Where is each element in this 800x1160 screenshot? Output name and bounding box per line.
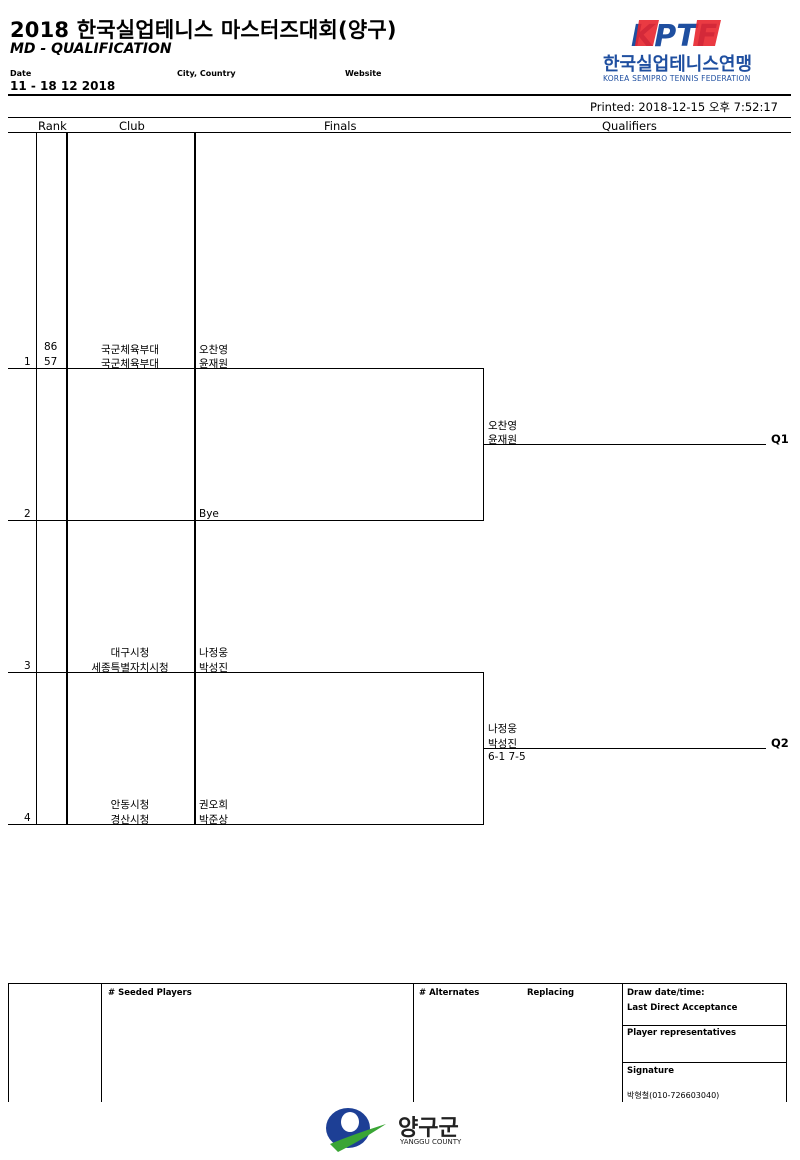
draw-line-3 <box>8 672 484 673</box>
column-header-rank: Rank <box>38 119 67 133</box>
draw-position: 1 <box>24 356 31 368</box>
qualifier-player: 오찬영 <box>488 420 517 432</box>
column-header-club: Club <box>119 119 145 133</box>
qualifier-player: 윤재원 <box>488 434 517 446</box>
player-rank: 57 <box>44 356 58 368</box>
kptf-org-english: KOREA SEMIPRO TENNIS FEDERATION <box>603 74 751 83</box>
website-label: Website <box>345 69 382 78</box>
column-header-finals: Finals <box>324 119 357 133</box>
qualifier-label-q2: Q2 <box>771 736 789 750</box>
qualifier-player: 박성진 <box>488 738 517 750</box>
player-name: 오찬영 <box>199 344 228 356</box>
kptf-org-korean: 한국실업테니스연맹 <box>603 54 753 75</box>
yanggu-name-english: YANGGU COUNTY <box>400 1138 462 1146</box>
tournament-title: 2018 한국실업테니스 마스터즈대회(양구) <box>10 18 397 42</box>
draw-position: 2 <box>24 508 31 520</box>
qualifier-label-q1: Q1 <box>771 432 789 446</box>
column-header-qualifiers: Qualifiers <box>602 119 657 133</box>
replacing-header: Replacing <box>527 988 575 998</box>
player-club: 경산시청 <box>110 814 150 826</box>
grid-line-club-right <box>194 132 196 824</box>
footer-divider-2 <box>413 983 414 1102</box>
player-club: 세종특별자치시청 <box>91 662 169 674</box>
yanggu-logo: 양구군 YANGGU COUNTY <box>320 1100 480 1160</box>
footer-divider-1 <box>101 983 102 1102</box>
match-score: 6-1 7-5 <box>488 751 526 763</box>
date-value: 11 - 18 12 2018 <box>10 79 116 93</box>
signature-label: Signature <box>627 1066 674 1076</box>
draw-line-4 <box>8 824 484 825</box>
draw-position: 4 <box>24 812 31 824</box>
player-club: 안동시청 <box>110 799 150 811</box>
yanggu-emblem-icon <box>326 1108 386 1152</box>
player-name: 권오희 <box>199 799 228 811</box>
player-rank: 86 <box>44 341 58 353</box>
seeded-players-header: # Seeded Players <box>108 988 192 998</box>
player-name: 나정웅 <box>199 647 228 659</box>
player-club: 대구시청 <box>110 647 150 659</box>
grid-line-rank-left <box>36 132 37 824</box>
date-label: Date <box>10 69 32 78</box>
kptf-logo-graphic: KPTF <box>631 19 721 54</box>
last-direct-acceptance-label: Last Direct Acceptance <box>627 1003 738 1013</box>
yanggu-name-korean: 양구군 <box>398 1116 459 1141</box>
player-name: 박준상 <box>199 814 228 826</box>
draw-line-1 <box>8 368 484 369</box>
footer-row-divider-2 <box>622 1062 787 1063</box>
draw-date-label: Draw date/time: <box>627 988 705 998</box>
printed-timestamp: Printed: 2018-12-15 오후 7:52:17 <box>590 100 778 114</box>
player-representatives-label: Player representatives <box>627 1028 737 1038</box>
kptf-logo: KPTF 한국실업테니스연맹 KOREA SEMIPRO TENNIS FEDE… <box>601 16 776 86</box>
qualifier-line-q2 <box>483 748 766 749</box>
footer-table <box>8 983 787 1102</box>
qualifier-player: 나정웅 <box>488 723 517 735</box>
bye-label: Bye <box>199 508 219 520</box>
draw-subtitle: MD - QUALIFICATION <box>10 41 172 57</box>
footer-divider-3 <box>622 983 623 1102</box>
draw-line-2 <box>8 520 484 521</box>
column-header-bottom-rule <box>8 132 791 133</box>
city-label: City, Country <box>177 69 236 78</box>
alternates-header: # Alternates <box>419 988 480 998</box>
column-header-top-rule <box>8 117 791 118</box>
player-club: 국군체육부대 <box>101 358 159 370</box>
player-club: 국군체육부대 <box>101 344 159 356</box>
player-name: 윤재원 <box>199 358 228 370</box>
draw-position: 3 <box>24 660 31 672</box>
header-rule <box>8 94 791 96</box>
footer-row-divider-1 <box>622 1025 787 1026</box>
player-name: 박성진 <box>199 662 228 674</box>
grid-line-rank-right <box>66 132 68 824</box>
qualifier-line-q1 <box>483 444 766 445</box>
signer-name: 박형철(010-726603040) <box>627 1091 720 1100</box>
